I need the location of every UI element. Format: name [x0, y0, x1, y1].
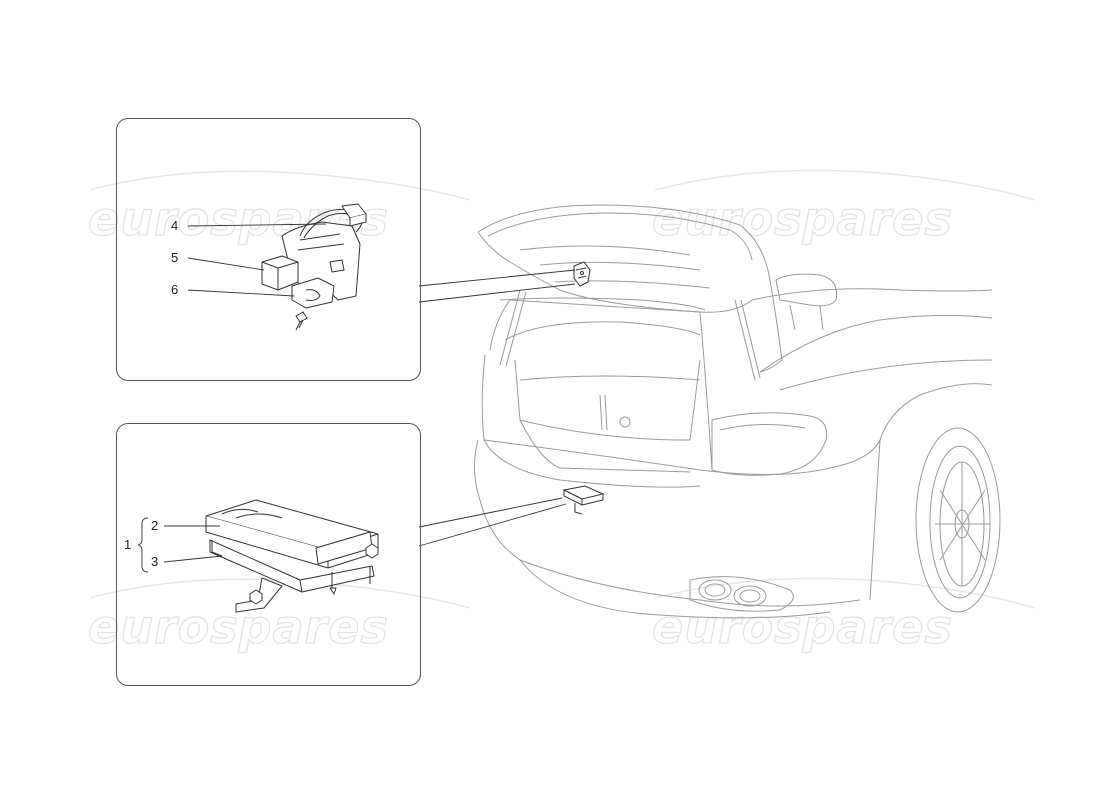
callout-part-5: 5 [171, 250, 179, 265]
callout-part-2: 2 [151, 518, 159, 533]
bottom-leader-lines [137, 517, 223, 573]
car-rear-view [474, 204, 1001, 619]
callout-leader-lines [418, 269, 576, 547]
detail-box-trunk-lock [116, 118, 421, 381]
trunk-lid-latch [573, 261, 591, 287]
trunk-lock-assembly-drawing [261, 203, 367, 331]
watermark-top-right: eurospares [651, 191, 953, 246]
detail-box-control-module [116, 423, 421, 686]
top-leader-lines [187, 223, 327, 297]
watermark-bottom-right: eurospares [651, 599, 953, 654]
callout-part-3: 3 [151, 554, 159, 569]
bumper-mounted-module [562, 485, 605, 515]
callout-part-1: 1 [124, 537, 132, 552]
callout-part-4: 4 [171, 218, 179, 233]
callout-part-6: 6 [171, 282, 179, 297]
control-module-drawing [205, 499, 379, 613]
